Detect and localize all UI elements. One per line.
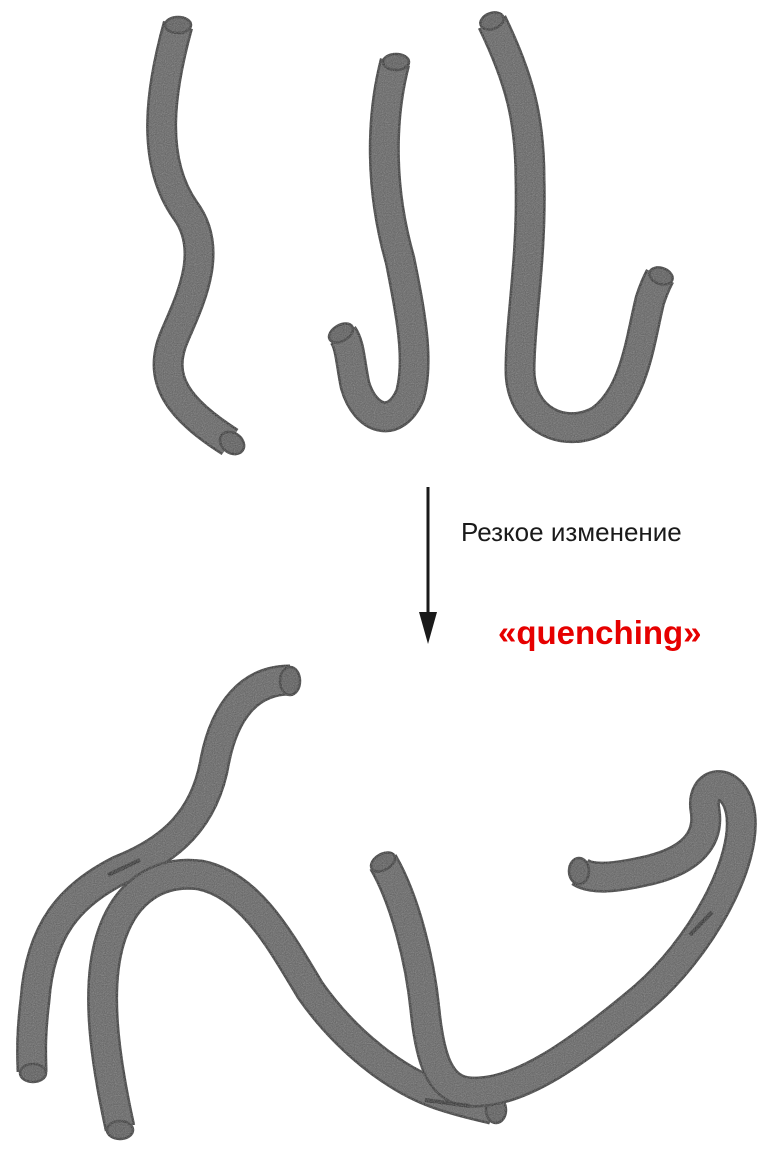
strand-bottom-right-loop <box>368 786 742 1093</box>
quenching-term: «quenching» <box>498 614 702 652</box>
strand-right-j <box>478 9 675 427</box>
strands-after <box>20 667 741 1139</box>
strand-left-top <box>162 17 249 459</box>
down-arrow-icon <box>419 487 437 644</box>
strands-before <box>162 9 675 458</box>
strand-middle-u <box>326 54 414 417</box>
arrow-caption: Резкое изменение <box>461 517 682 548</box>
